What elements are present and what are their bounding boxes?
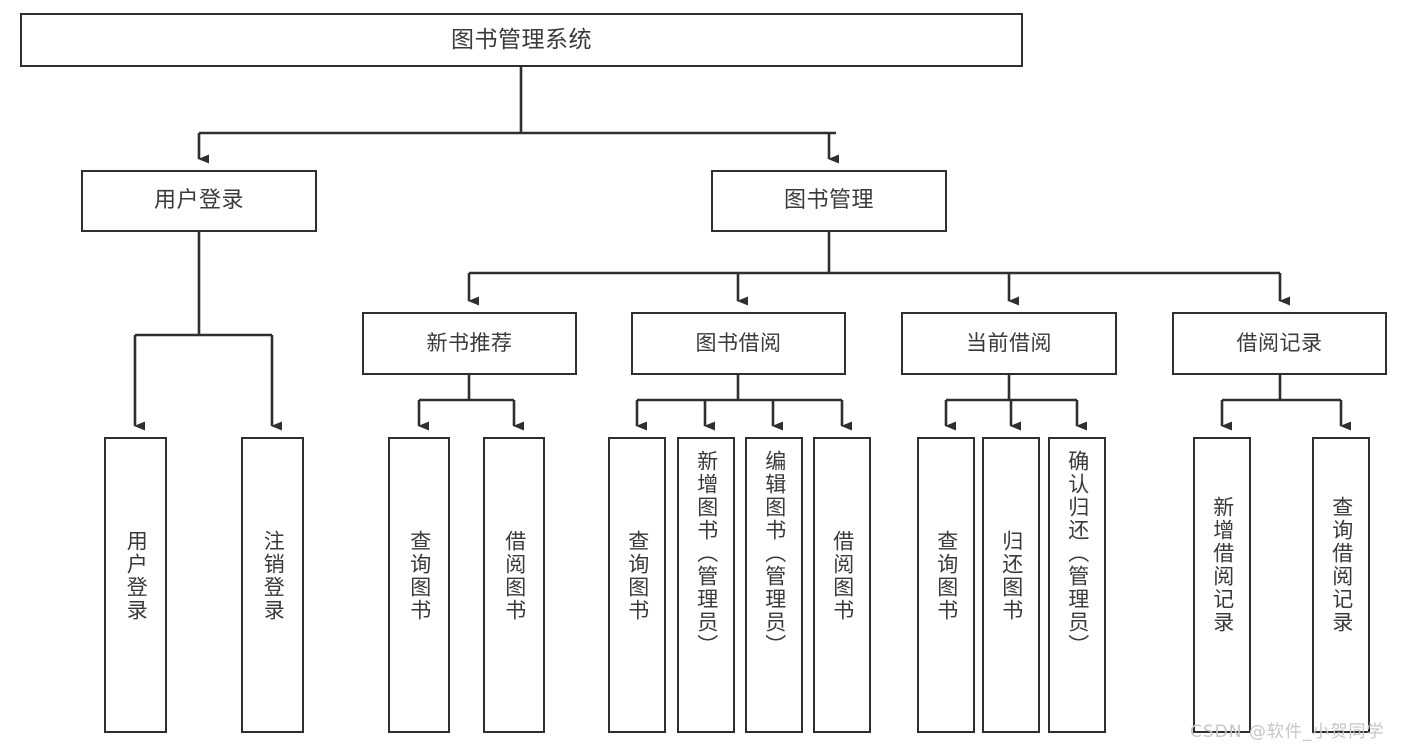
leaf-query-book-current-label: 查询图书 — [934, 530, 959, 622]
node-current-borrow-label: 当前借阅 — [966, 331, 1052, 356]
leaf-add-borrow-record[interactable]: 新增借阅记录 — [1193, 437, 1251, 733]
leaf-user-logout[interactable]: 注销登录 — [241, 437, 304, 733]
leaf-edit-book-admin-label: 编辑图书（管理员） — [762, 450, 787, 657]
node-new-book-recommend[interactable]: 新书推荐 — [362, 312, 577, 375]
node-book-borrow-label: 图书借阅 — [695, 331, 782, 356]
leaf-query-book-recommend[interactable]: 查询图书 — [388, 437, 450, 733]
leaf-confirm-return-admin-label: 确认归还（管理员） — [1065, 450, 1090, 657]
node-root-label: 图书管理系统 — [451, 26, 592, 53]
node-borrow-records[interactable]: 借阅记录 — [1172, 312, 1387, 375]
node-book-management[interactable]: 图书管理 — [711, 170, 947, 232]
csdn-watermark: CSDN @软件_小贺同学 — [1190, 722, 1385, 742]
node-book-management-label: 图书管理 — [783, 188, 874, 214]
leaf-borrow-book-recommend-label: 借阅图书 — [502, 530, 527, 622]
leaf-return-book[interactable]: 归还图书 — [982, 437, 1040, 733]
leaf-add-book-admin[interactable]: 新增图书（管理员） — [677, 437, 735, 733]
leaf-borrow-book-label: 借阅图书 — [830, 530, 855, 622]
leaf-user-login-label: 用户登录 — [124, 530, 149, 622]
leaf-borrow-book-recommend[interactable]: 借阅图书 — [483, 437, 545, 733]
node-new-book-recommend-label: 新书推荐 — [426, 331, 513, 356]
node-book-borrow[interactable]: 图书借阅 — [631, 312, 846, 375]
leaf-user-logout-label: 注销登录 — [261, 530, 286, 622]
node-user-login-label: 用户登录 — [153, 188, 244, 214]
node-root[interactable]: 图书管理系统 — [20, 13, 1023, 67]
leaf-edit-book-admin[interactable]: 编辑图书（管理员） — [745, 437, 803, 733]
leaf-query-book-current[interactable]: 查询图书 — [917, 437, 975, 733]
leaf-user-login[interactable]: 用户登录 — [104, 437, 167, 733]
leaf-query-borrow-record[interactable]: 查询借阅记录 — [1312, 437, 1370, 733]
leaf-add-borrow-record-label: 新增借阅记录 — [1210, 496, 1235, 634]
leaf-query-book-label: 查询图书 — [625, 530, 650, 622]
node-borrow-records-label: 借阅记录 — [1236, 331, 1323, 356]
node-user-login[interactable]: 用户登录 — [81, 170, 317, 232]
leaf-query-borrow-record-label: 查询借阅记录 — [1329, 496, 1354, 634]
leaf-confirm-return-admin[interactable]: 确认归还（管理员） — [1048, 437, 1106, 733]
leaf-return-book-label: 归还图书 — [999, 530, 1024, 622]
leaf-add-book-admin-label: 新增图书（管理员） — [694, 450, 719, 657]
node-current-borrow[interactable]: 当前借阅 — [901, 312, 1117, 375]
leaf-query-book[interactable]: 查询图书 — [608, 437, 666, 733]
leaf-borrow-book[interactable]: 借阅图书 — [813, 437, 871, 733]
leaf-query-book-recommend-label: 查询图书 — [407, 530, 432, 622]
